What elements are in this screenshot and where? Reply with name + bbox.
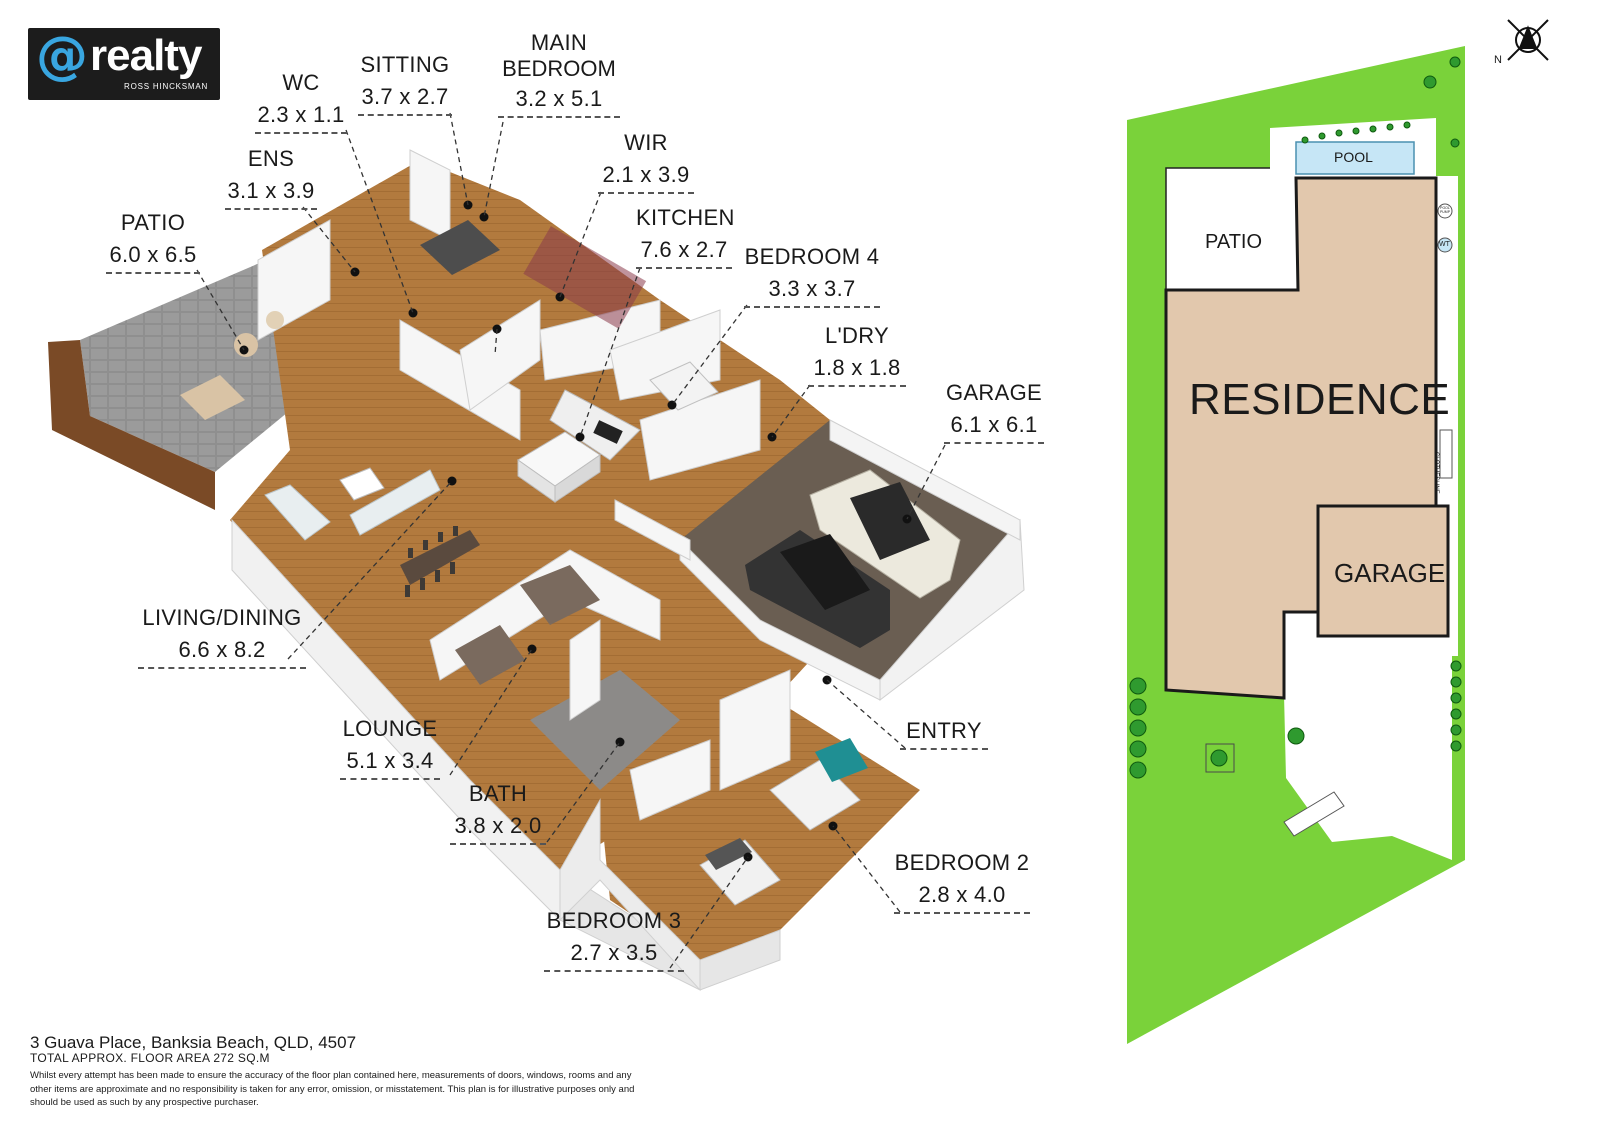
site-water-tank-label: WT [1439, 241, 1450, 248]
living-sofa-2 [264, 484, 331, 541]
room-dimensions: 3.7 x 2.7 [358, 86, 452, 116]
room-label-bath: BATH 3.8 x 2.0 [450, 783, 546, 845]
room-label-wir: WIR 2.1 x 3.9 [598, 132, 694, 194]
lounge-sofa-2 [455, 625, 525, 685]
garage-front-wall [679, 538, 881, 701]
main-bed [420, 220, 500, 275]
logo-at-symbol: @ [36, 26, 88, 86]
site-residence-label: RESIDENCE [1189, 375, 1451, 424]
room-name: MAIN [530, 30, 588, 55]
garage-back-wall [829, 419, 1021, 541]
room-name: SITTING [360, 52, 450, 77]
room-dimensions: 2.3 x 1.1 [255, 104, 347, 134]
kitchen-bench [549, 389, 641, 461]
room-name: BATH [468, 781, 528, 806]
room-name: ENTRY [900, 720, 988, 750]
room-dimensions: 2.1 x 3.9 [598, 164, 694, 194]
site-pool-label: POOL [1334, 149, 1373, 165]
isometric-house [48, 112, 1025, 992]
site-trees [1129, 56, 1462, 779]
room-label-garage: GARAGE 6.1 x 6.1 [944, 382, 1044, 444]
bedroom4-bed [649, 361, 719, 411]
site-pool [1295, 141, 1415, 175]
room-dimensions: 1.8 x 1.8 [808, 357, 906, 387]
room-name-line2: BEDROOM [502, 56, 616, 81]
coffee-table [339, 467, 385, 501]
room-name: WC [282, 70, 320, 95]
disclaimer-text: Whilst every attempt has been made to en… [30, 1070, 635, 1108]
site-clothesline-label: CLOTHESLINE [1433, 452, 1439, 494]
brand-logo: @ realty ROSS HINCKSMAN [28, 28, 220, 100]
room-label-laundry: L'DRY 1.8 x 1.8 [808, 325, 906, 387]
bedroom-wing-wall [559, 798, 701, 992]
room-dimensions: 3.1 x 3.9 [225, 180, 317, 210]
room-name: LOUNGE [342, 716, 438, 741]
room-label-sitting: SITTING 3.7 x 2.7 [358, 54, 452, 116]
wardrobe-clothes [523, 226, 647, 329]
room-name: KITCHEN [636, 205, 735, 230]
room-label-entry: ENTRY [900, 720, 988, 750]
room-label-lounge: LOUNGE 5.1 x 3.4 [340, 718, 440, 780]
site-patio-label: PATIO [1205, 231, 1263, 253]
site-plan [1127, 19, 1549, 1044]
room-label-patio: PATIO 6.0 x 6.5 [106, 212, 200, 274]
north-label: N [1494, 54, 1502, 66]
room-label-bedroom4: BEDROOM 4 3.3 x 3.7 [744, 246, 880, 308]
room-dimensions: 6.0 x 6.5 [106, 244, 200, 274]
room-name: BEDROOM 2 [894, 850, 1030, 875]
room-name: LIVING/DINING [142, 605, 302, 630]
room-name: ENS [247, 146, 295, 171]
living-sofa [349, 469, 441, 536]
logo-subtitle: ROSS HINCKSMAN [124, 82, 209, 91]
room-name: GARAGE [946, 380, 1042, 405]
car-white [809, 469, 961, 599]
room-dimensions: 3.3 x 3.7 [744, 278, 880, 308]
room-dimensions: 5.1 x 3.4 [340, 750, 440, 780]
room-name: BEDROOM 3 [546, 908, 682, 933]
room-name: BEDROOM 4 [744, 244, 880, 269]
room-label-ens: ENS 3.1 x 3.9 [225, 148, 317, 210]
lounge-sofa-1 [520, 565, 600, 625]
room-dimensions: 3.2 x 5.1 [498, 88, 620, 118]
room-label-kitchen: KITCHEN 7.6 x 2.7 [636, 205, 735, 269]
bath-floor [530, 670, 680, 790]
patio-deck-edge [48, 340, 215, 510]
room-dimensions: 2.8 x 4.0 [894, 884, 1030, 914]
property-address: 3 Guava Place, Banksia Beach, QLD, 4507 [30, 1033, 357, 1052]
room-dimensions: 6.6 x 8.2 [138, 639, 306, 669]
car-black [745, 530, 890, 648]
room-label-bedroom3: BEDROOM 3 2.7 x 3.5 [544, 910, 684, 972]
patio-table [180, 375, 245, 420]
room-name: WIR [624, 130, 668, 155]
room-label-wc: WC 2.3 x 1.1 [255, 72, 347, 134]
room-label-bedroom2: BEDROOM 2 2.8 x 4.0 [894, 852, 1030, 914]
site-garage [1316, 504, 1450, 638]
room-name: PATIO [120, 210, 186, 235]
room-dimensions: 7.6 x 2.7 [636, 239, 732, 269]
room-dimensions: 3.8 x 2.0 [450, 815, 546, 845]
logo-wordmark: realty [90, 31, 202, 80]
total-floor-area: TOTAL APPROX. FLOOR AREA 272 SQ.M [30, 1051, 270, 1065]
dining-table [400, 530, 480, 585]
north-arrow-icon [1507, 19, 1549, 61]
site-pool-pump-label: POOL PUMP [1439, 206, 1451, 214]
room-dimensions: 6.1 x 6.1 [944, 414, 1044, 444]
room-label-main-bedroom: MAIN BEDROOM 3.2 x 5.1 [498, 32, 620, 118]
room-dimensions: 2.7 x 3.5 [544, 942, 684, 972]
patio-paving [1165, 167, 1299, 291]
room-name: L'DRY [825, 323, 889, 348]
room-label-living-dining: LIVING/DINING 6.6 x 8.2 [138, 607, 306, 669]
leader-lines [196, 112, 946, 969]
site-garage-label: GARAGE [1334, 558, 1446, 588]
